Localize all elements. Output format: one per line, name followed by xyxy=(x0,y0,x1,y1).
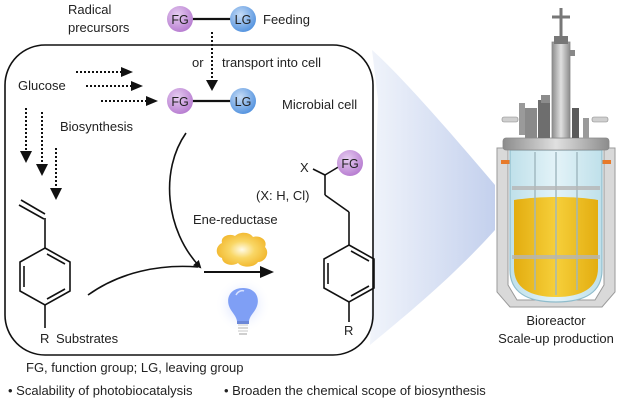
glucose-label: Glucose xyxy=(18,78,66,93)
enzyme-icon xyxy=(216,232,268,267)
light-bulb-icon xyxy=(215,277,271,335)
or-label: or xyxy=(192,55,204,70)
substrates-label: Substrates xyxy=(56,331,119,346)
x-label: X xyxy=(300,160,309,175)
biosynthesis-arrows xyxy=(20,108,62,200)
bullet-scalability: • Scalability of photobiocatalysis xyxy=(8,383,193,398)
bullet-chemical-scope: • Broaden the chemical scope of biosynth… xyxy=(224,383,486,398)
transport-label: transport into cell xyxy=(222,55,321,70)
r-substrate-label: R xyxy=(40,331,49,346)
reaction-arrowhead xyxy=(260,266,274,278)
styrene-structure xyxy=(18,199,71,328)
microbial-cell-label: Microbial cell xyxy=(282,97,357,112)
substrate-curved-arrow xyxy=(87,265,199,296)
microbial-cell-box xyxy=(4,44,374,356)
radical-precursors-label-2: precursors xyxy=(68,20,130,35)
lg-circle-cell xyxy=(230,88,256,114)
product-structure xyxy=(312,165,375,322)
scale-up-label: Scale-up production xyxy=(498,331,614,346)
fg-label-top: FG xyxy=(171,13,188,27)
precursor-curved-arrow xyxy=(168,132,202,269)
feeding-label: Feeding xyxy=(263,12,310,27)
transport-arrowhead xyxy=(206,80,218,91)
bioreactor-label: Bioreactor xyxy=(526,313,586,328)
fg-circle-cell xyxy=(167,88,193,114)
abbreviation-caption: FG, function group; LG, leaving group xyxy=(26,360,244,375)
glucose-arrows xyxy=(76,67,158,106)
biosynthesis-label: Biosynthesis xyxy=(60,119,133,134)
ene-reductase-label: Ene-reductase xyxy=(193,212,278,227)
r-product-label: R xyxy=(344,323,353,338)
lg-label-top: LG xyxy=(235,13,252,27)
fg-label-product: FG xyxy=(341,157,358,171)
x-note-label: (X: H, Cl) xyxy=(256,188,309,203)
fg-label-cell: FG xyxy=(171,95,188,109)
fg-circle-product xyxy=(337,150,363,176)
fg-circle-top xyxy=(167,6,193,32)
zoom-cone xyxy=(370,50,495,345)
bioreactor-icon xyxy=(496,8,616,308)
lg-label-cell: LG xyxy=(235,95,252,109)
radical-precursors-label-1: Radical xyxy=(68,2,111,17)
lg-circle-top xyxy=(230,6,256,32)
